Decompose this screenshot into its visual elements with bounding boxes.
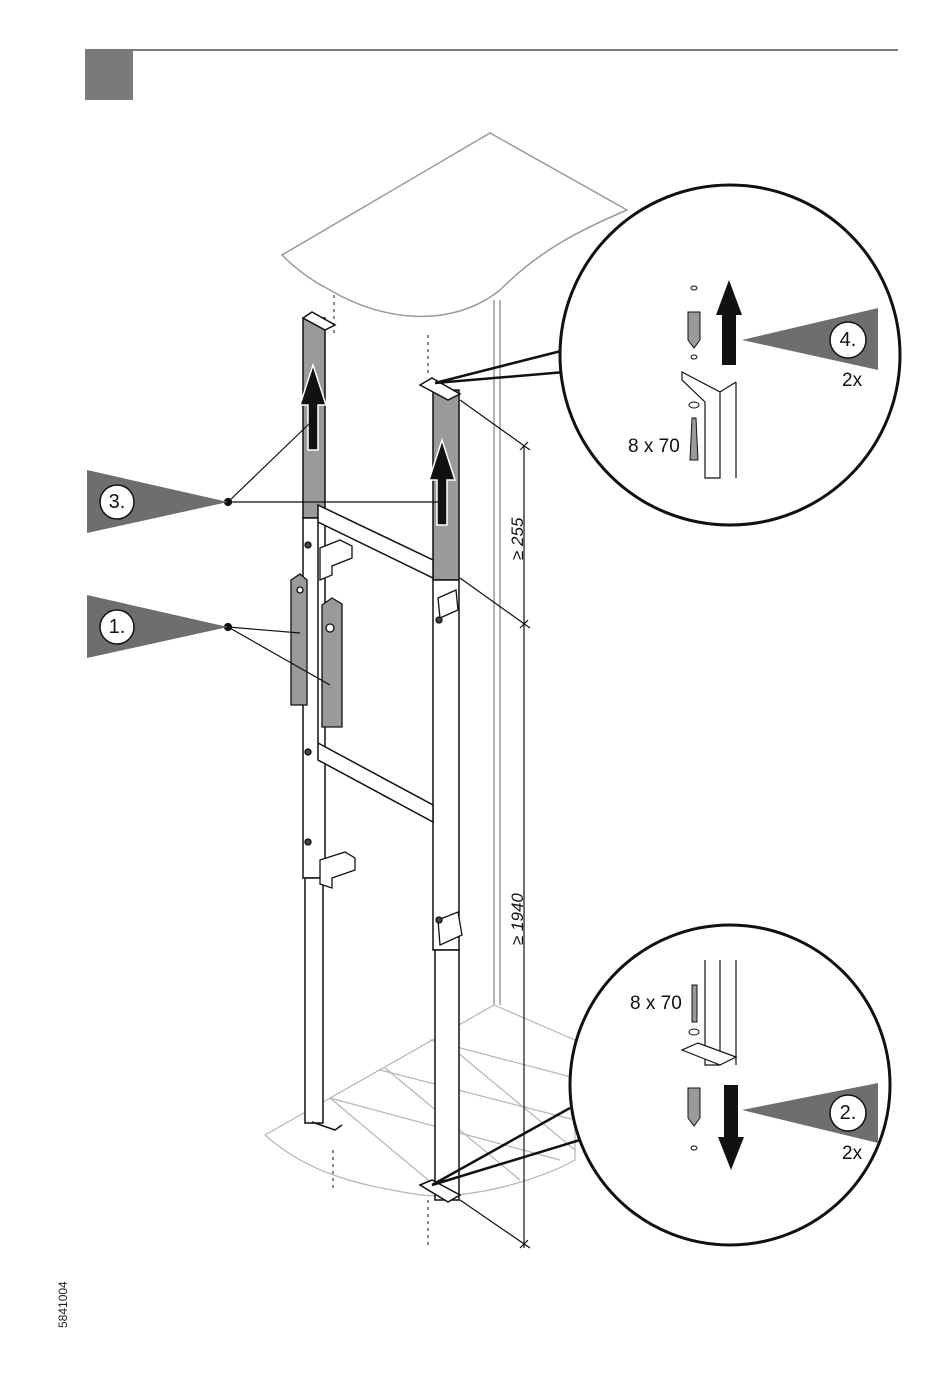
step-label-1: 1. bbox=[100, 610, 134, 644]
dimension-upper: ≥ 255 bbox=[508, 518, 528, 560]
dimension-lower: ≥ 1940 bbox=[508, 893, 528, 945]
step-label-3: 3. bbox=[100, 485, 134, 519]
step-label-2: 2. bbox=[831, 1096, 865, 1130]
bottom-screw-spec: 8 x 70 bbox=[630, 993, 682, 1015]
step-2-quantity: 2x bbox=[842, 1143, 862, 1165]
wall-outline bbox=[494, 300, 500, 1005]
step-label-4: 4. bbox=[831, 323, 865, 357]
top-screw-spec: 8 x 70 bbox=[628, 436, 680, 458]
step-4-quantity: 2x bbox=[842, 370, 862, 392]
document-number: 5841004 bbox=[56, 1281, 70, 1328]
